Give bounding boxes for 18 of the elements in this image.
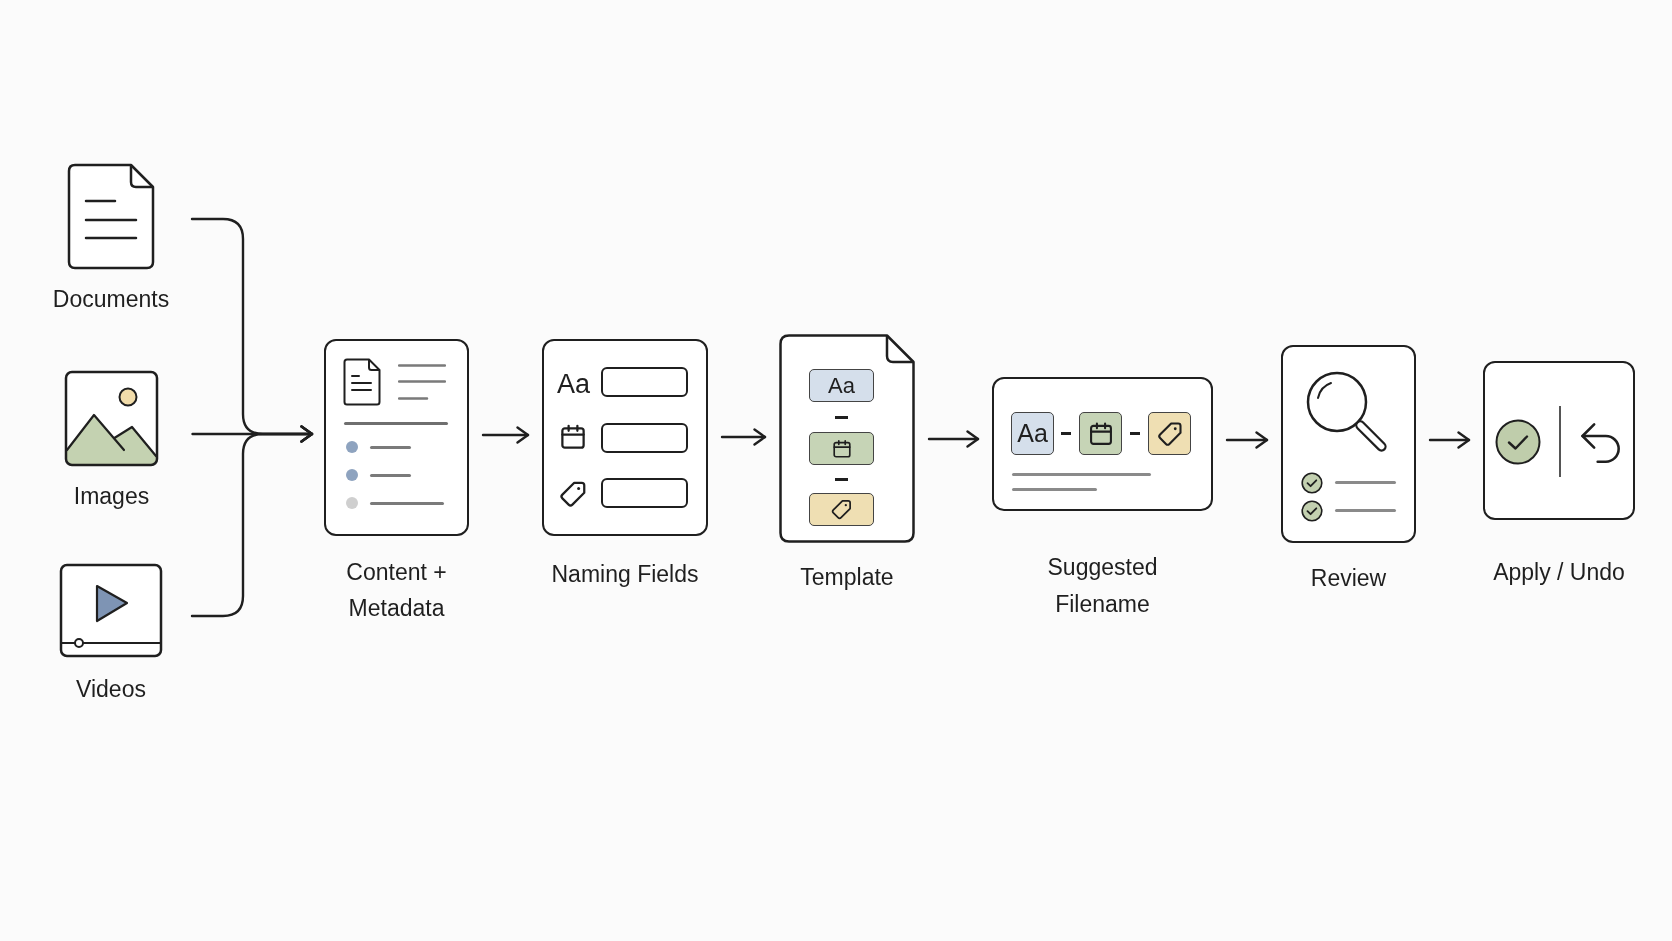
step-label: Apply / Undo bbox=[1493, 558, 1625, 587]
step-label: Template bbox=[800, 563, 894, 592]
font-sample-text: Aa bbox=[557, 368, 591, 401]
step-label: Review bbox=[1310, 564, 1387, 593]
step-label: Documents bbox=[52, 285, 170, 314]
text-token: Aa bbox=[809, 369, 874, 402]
arrow bbox=[927, 430, 980, 448]
arrow bbox=[190, 425, 314, 618]
step-label: Videos bbox=[76, 675, 146, 704]
step-label: Suggested Filename bbox=[1046, 553, 1159, 619]
step-label: Naming Fields bbox=[551, 560, 699, 589]
step-label: Images bbox=[73, 482, 150, 511]
arrow bbox=[1428, 431, 1471, 449]
arrow bbox=[720, 428, 767, 446]
step-label: Content + Metadata bbox=[345, 558, 448, 623]
arrow bbox=[1225, 431, 1269, 449]
arrow bbox=[481, 426, 530, 444]
text-token: Aa bbox=[1011, 412, 1054, 455]
